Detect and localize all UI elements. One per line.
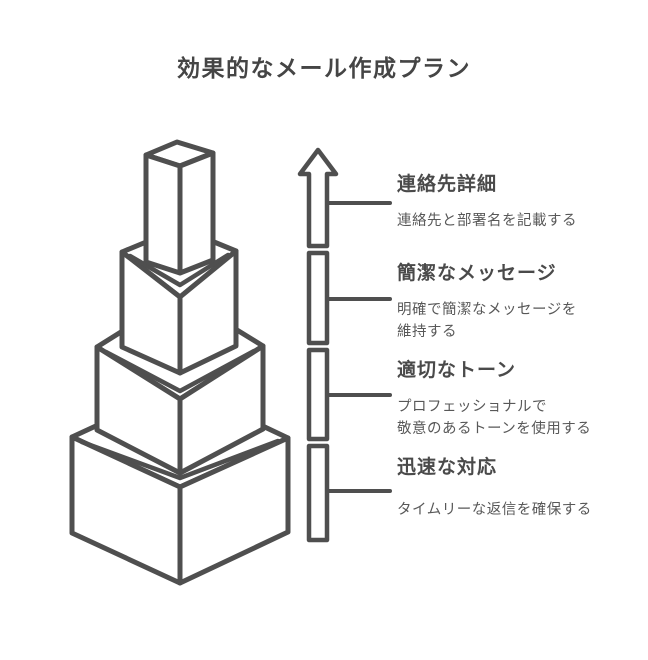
arrow-segment-3 [306, 347, 330, 442]
step-group-contact-details: 連絡先詳細 連絡先と部署名を記載する [397, 172, 627, 232]
step-description: プロフェッショナルで敬意のあるトーンを使用する [397, 399, 592, 437]
arrow-segment-2 [306, 250, 330, 346]
step-group-appropriate-tone: 適切なトーン プロフェッショナルで敬意のあるトーンを使用する [397, 358, 627, 440]
box-2-top-rim [127, 252, 231, 288]
axis-tick-marks [327, 201, 392, 493]
step-description: 連絡先と部署名を記載する [397, 213, 577, 229]
step-group-concise-message: 簡潔なメッセージ 明確で簡潔なメッセージを維持する [397, 261, 627, 343]
step-title: 迅速な対応 [397, 456, 498, 478]
step-title: 連絡先詳細 [397, 173, 498, 195]
step-title: 適切なトーン [397, 359, 517, 381]
box-3-top-rim [103, 348, 257, 394]
diagram-title: 効果的なメール作成プラン [177, 56, 471, 82]
step-description: 明確で簡潔なメッセージを維持する [397, 302, 577, 340]
pyramid-box-1 [143, 139, 216, 276]
step-group-quick-response: 迅速な対応 タイムリーな返信を確保する [397, 455, 627, 521]
step-description: タイムリーな返信を確保する [397, 502, 592, 518]
arrow-head-segment [297, 147, 339, 249]
arrow-up-icon [297, 147, 339, 543]
arrow-segment-4 [306, 443, 330, 543]
step-title: 簡潔なメッセージ [397, 262, 557, 284]
box-4-top-rim [79, 438, 281, 481]
